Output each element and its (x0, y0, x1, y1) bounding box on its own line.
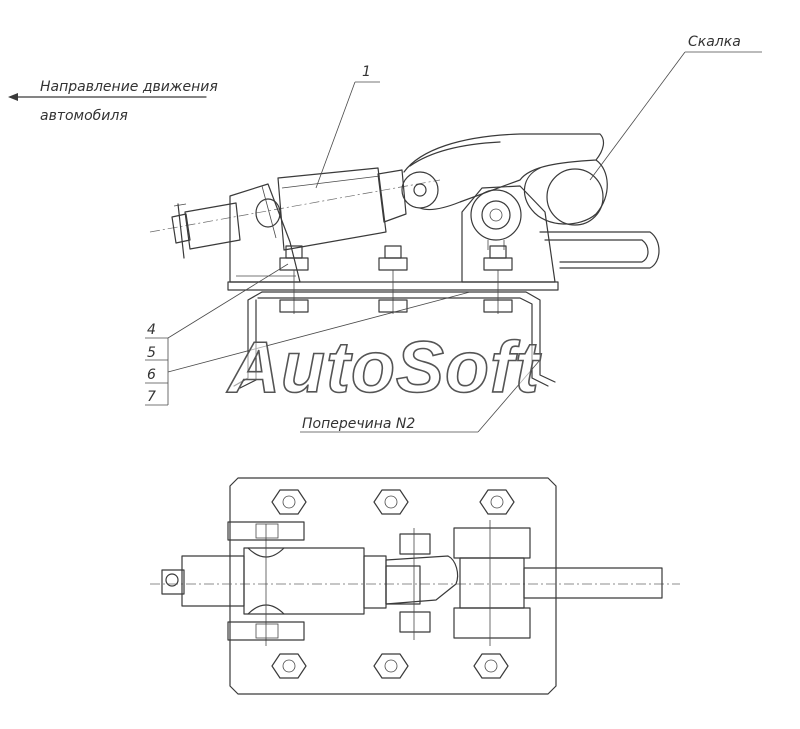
watermark-text: AutoSoft (226, 328, 542, 408)
callout-part-4: 4 (147, 322, 156, 338)
callout-part-1: 1 (362, 64, 371, 80)
leader-lines (145, 51, 762, 433)
direction-label-line2: автомобиля (40, 108, 128, 124)
side-view (149, 133, 660, 389)
bolt-middle (378, 245, 408, 314)
bolt-right (483, 245, 513, 314)
callout-part-7: 7 (147, 389, 156, 405)
callout-crossmember: Поперечина N2 (302, 416, 415, 432)
bolt-left (279, 245, 309, 314)
direction-arrow (8, 93, 207, 101)
direction-label-line1: Направление движения (40, 79, 218, 95)
plan-bolt-row (271, 489, 515, 679)
callout-part-6: 6 (147, 367, 156, 383)
callout-skalka: Скалка (688, 34, 741, 50)
top-view (150, 477, 680, 695)
callout-part-5: 5 (147, 345, 156, 361)
